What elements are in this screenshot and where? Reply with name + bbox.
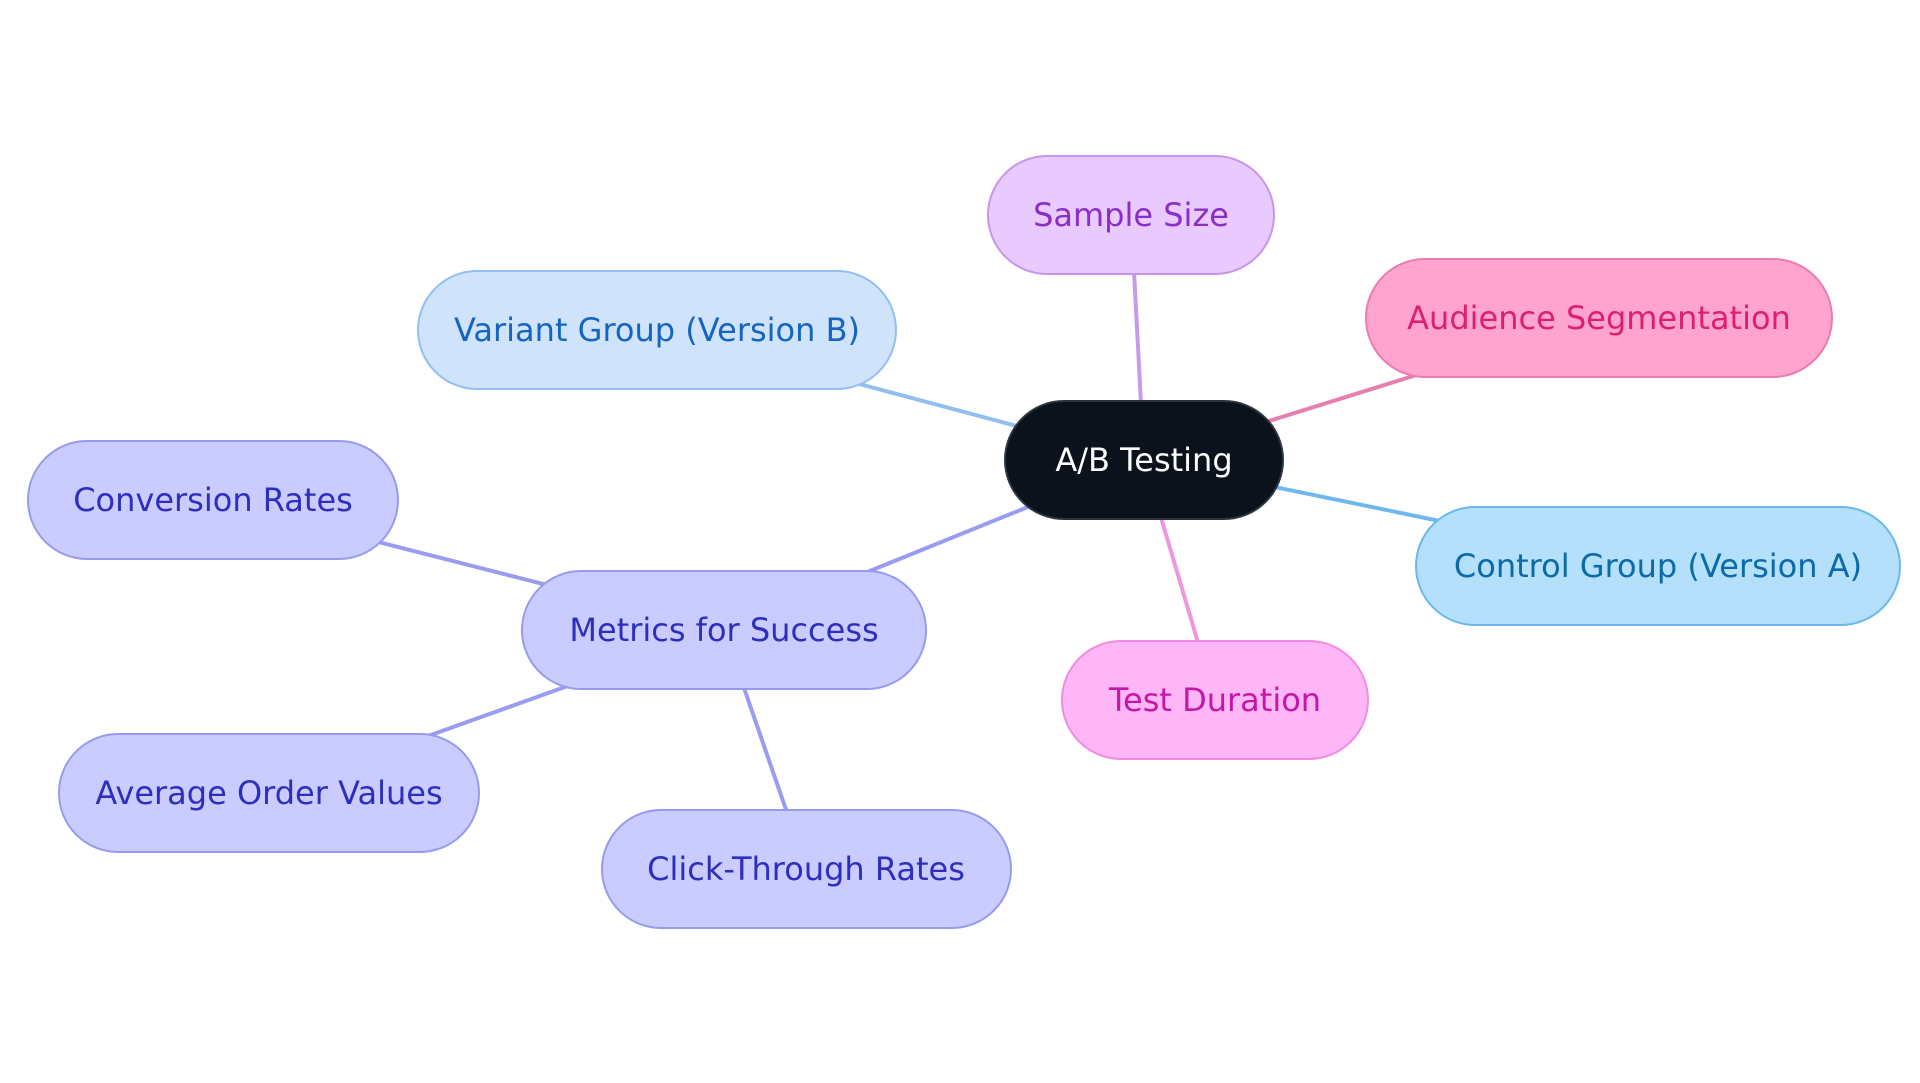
node-ab-testing-shape [1004,400,1284,520]
node-test-duration-label: Test Duration [1108,681,1321,719]
node-control-group-label: Control Group (Version A) [1454,547,1862,585]
node-metrics-for-success-label: Metrics for Success [569,611,878,649]
node-average-order-values: Average Order Values [58,733,480,853]
node-metrics-for-success-shape [521,570,927,690]
node-test-duration-shape [1061,640,1369,760]
node-conversion-rates: Conversion Rates [27,440,399,560]
node-conversion-rates-label: Conversion Rates [73,481,353,519]
node-control-group: Control Group (Version A) [1415,506,1901,626]
node-variant-group-label: Variant Group (Version B) [454,311,860,349]
node-click-through-rates: Click-Through Rates [601,809,1012,929]
node-audience-segmentation: Audience Segmentation [1365,258,1833,378]
node-sample-size: Sample Size [987,155,1275,275]
node-sample-size-label: Sample Size [1033,196,1229,234]
node-audience-segmentation-label: Audience Segmentation [1407,299,1791,337]
node-conversion-rates-shape [27,440,399,560]
node-click-through-rates-shape [601,809,1012,929]
node-variant-group-shape [417,270,897,390]
node-ab-testing-label: A/B Testing [1055,441,1232,479]
node-click-through-rates-label: Click-Through Rates [647,850,965,888]
node-average-order-values-shape [58,733,480,853]
node-variant-group: Variant Group (Version B) [417,270,897,390]
node-ab-testing: A/B Testing [1004,400,1284,520]
node-metrics-for-success: Metrics for Success [521,570,927,690]
node-sample-size-shape [987,155,1275,275]
node-audience-segmentation-shape [1365,258,1833,378]
node-test-duration: Test Duration [1061,640,1369,760]
node-control-group-shape [1415,506,1901,626]
node-average-order-values-label: Average Order Values [95,774,442,812]
